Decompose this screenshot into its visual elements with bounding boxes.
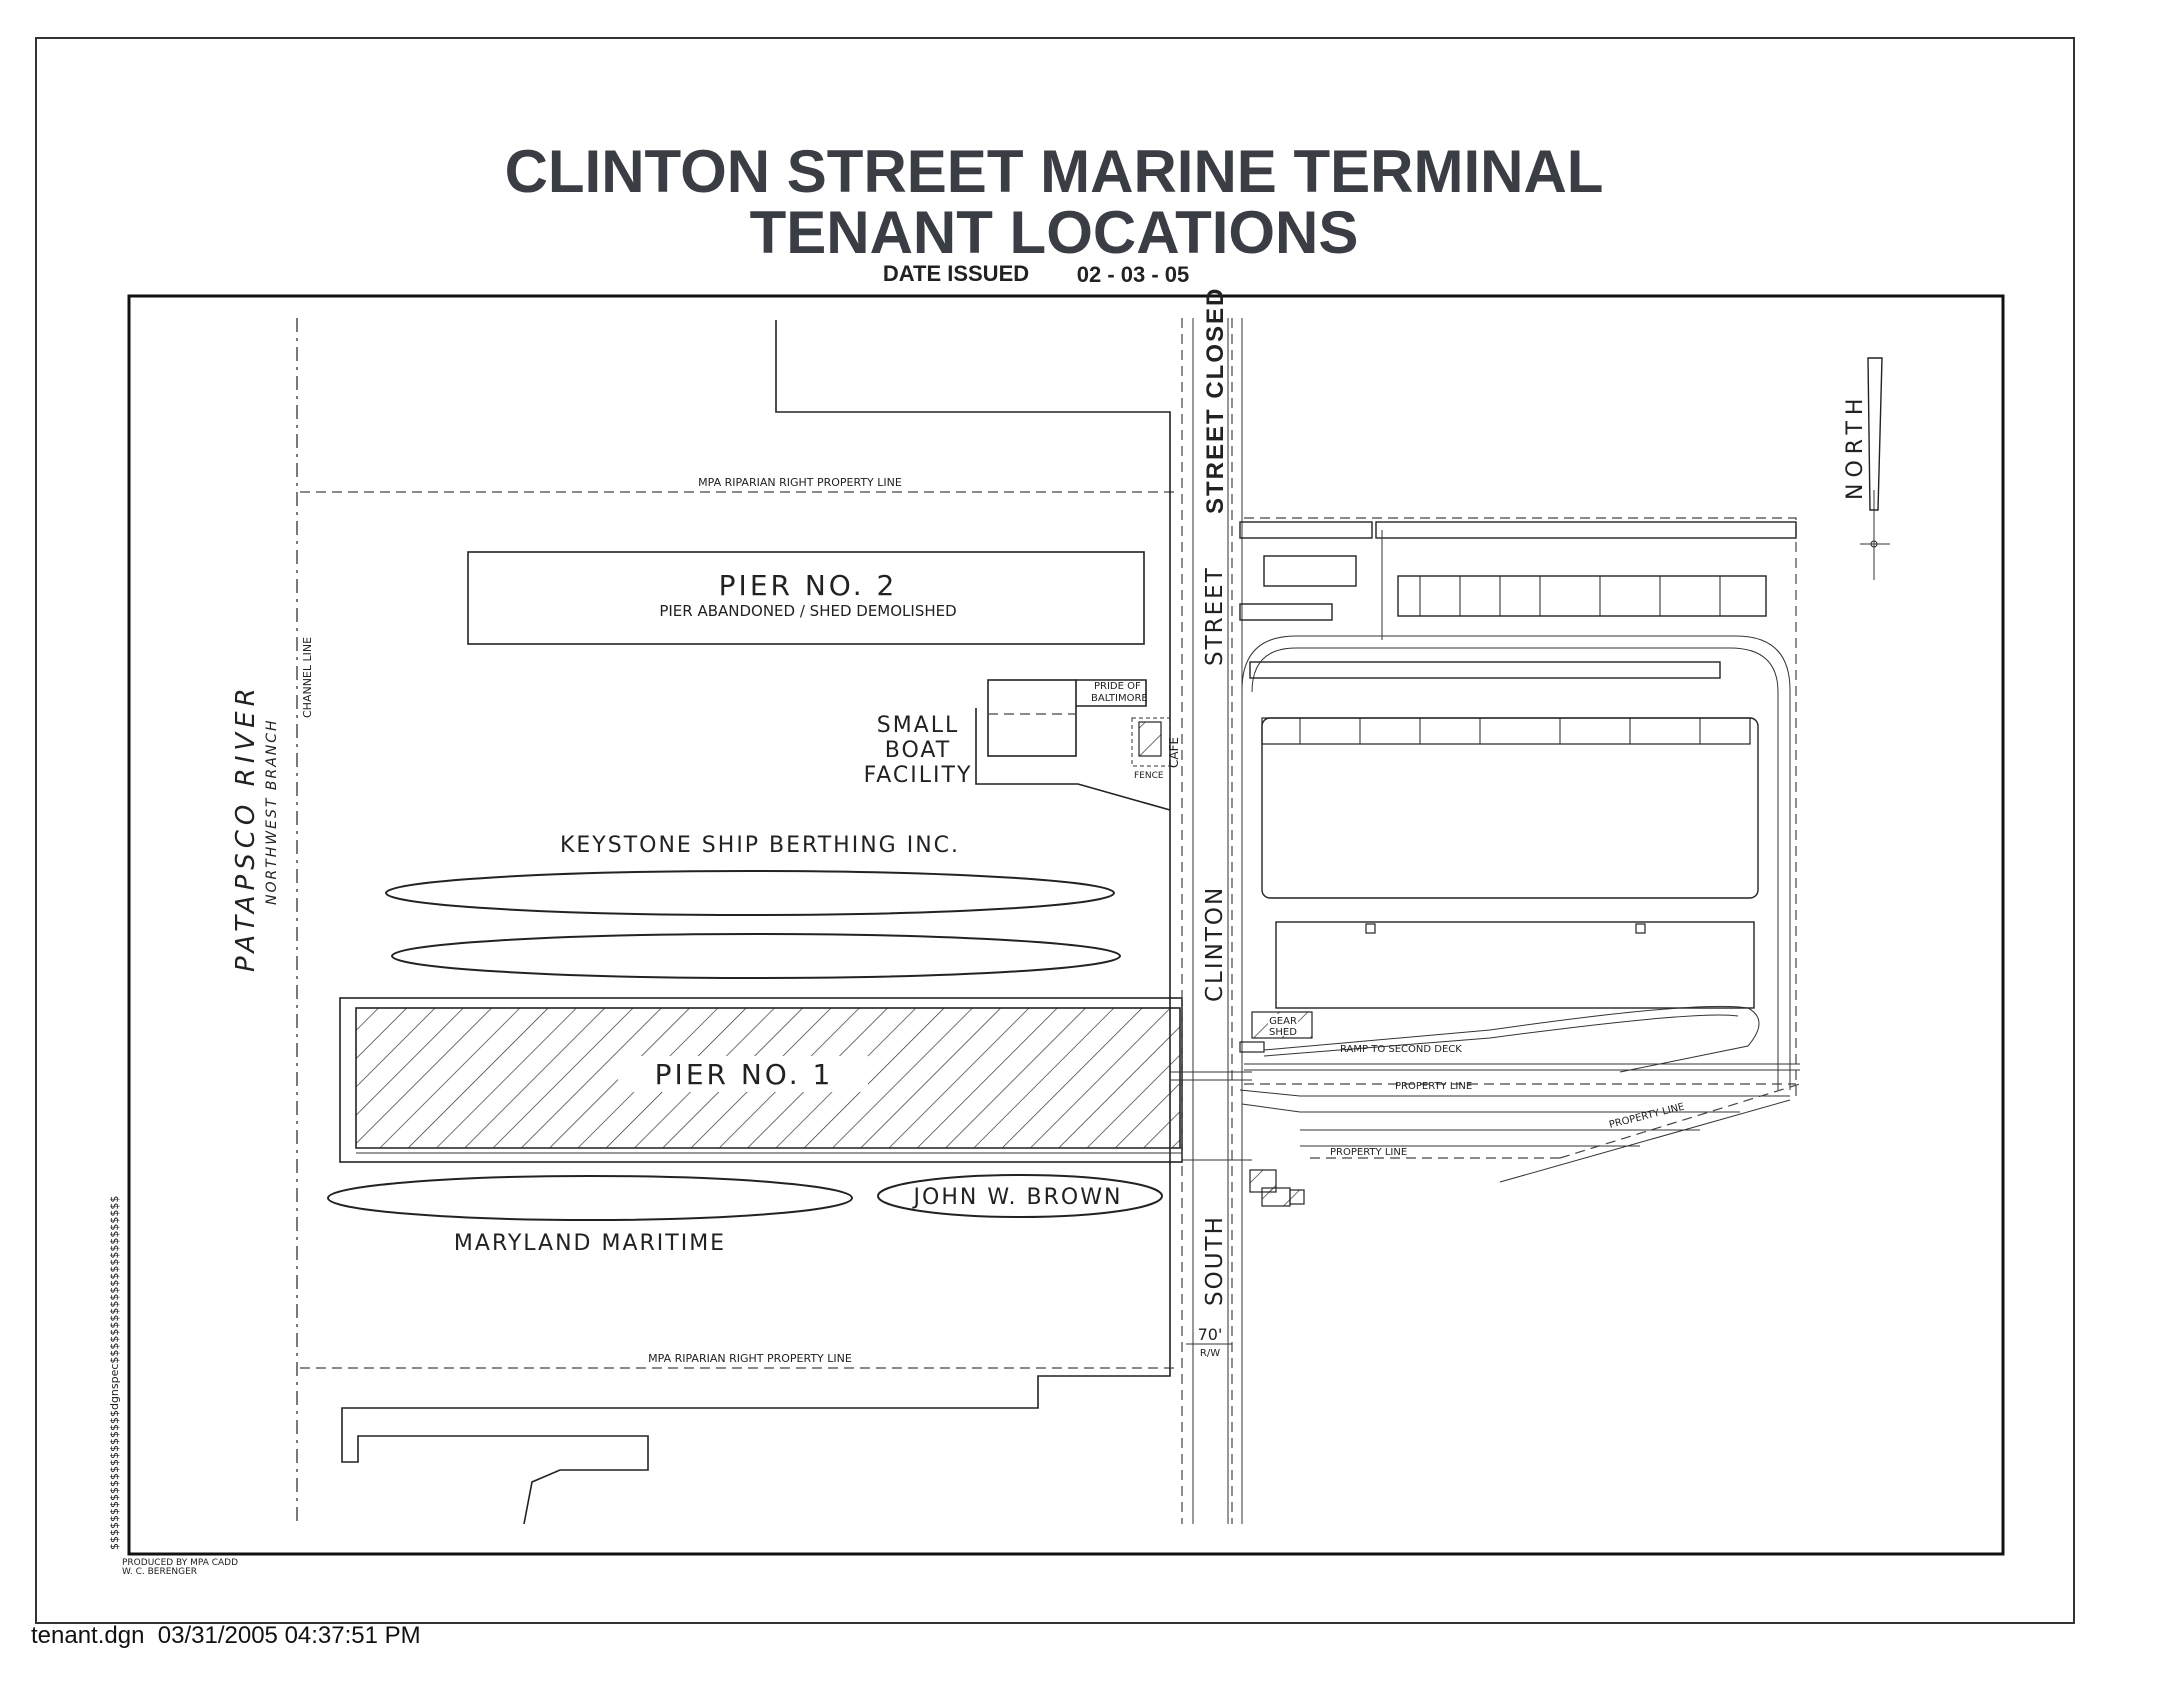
rail-curve-1 <box>1239 1089 1301 1097</box>
lot-marker-2 <box>1635 923 1646 934</box>
riparian-bottom-label: MPA RIPARIAN RIGHT PROPERTY LINE <box>648 1352 852 1365</box>
cafe-label: CAFE <box>1167 737 1181 768</box>
north-arrow-center <box>1870 540 1878 548</box>
clinton-word-bg <box>1198 896 1226 1006</box>
street-word-bg <box>1198 570 1226 670</box>
pier-2-note: PIER ABANDONED / SHED DEMOLISHED <box>659 602 956 620</box>
cafe-fence <box>1131 717 1171 767</box>
street-closed-bg <box>1198 318 1226 514</box>
row-abbr-label: R/W <box>1200 1348 1220 1359</box>
northwest-branch-label: NORTHWEST BRANCH <box>264 718 280 905</box>
property-line-label-2: PROPERTY LINE <box>1330 1147 1407 1158</box>
pride-of-baltimore-label-1: PRIDE OF <box>1094 681 1141 692</box>
maryland-maritime-ship <box>327 1175 853 1221</box>
date-issued-label: DATE ISSUED <box>883 261 1029 286</box>
upper-bulkhead <box>775 320 1171 1368</box>
map-frame <box>127 294 2005 1556</box>
footer-timestamp: 03/31/2005 04:37:51 PM <box>157 1622 421 1649</box>
producer-line-2: W. C. BERENGER <box>122 1567 197 1577</box>
pier-2-label: PIER NO. 2 <box>719 569 898 602</box>
south-label: SOUTH <box>1202 1215 1228 1306</box>
pier-1-label: PIER NO. 1 <box>655 1058 834 1091</box>
pride-of-baltimore-slip <box>987 679 1077 757</box>
haul-road-outer <box>1241 635 1791 1090</box>
open-storage-lot <box>1275 921 1755 1009</box>
date-issued-value: 02 - 03 - 05 <box>1077 262 1190 287</box>
property-line-c <box>1559 1083 1801 1159</box>
gear-shed-label-1: GEAR <box>1269 1016 1297 1027</box>
rail-diag <box>1499 1099 1791 1183</box>
producer-line-1: PRODUCED BY MPA CADD <box>122 1558 238 1568</box>
street-closed-label: STREET CLOSED <box>1202 287 1229 514</box>
storage-rack-top <box>1249 661 1721 679</box>
small-boat-label-3: FACILITY <box>864 763 973 788</box>
warehouse-main-ticks <box>1299 718 1701 744</box>
keystone-label: KEYSTONE SHIP BERTHING INC. <box>560 833 960 858</box>
maryland-maritime-label: MARYLAND MARITIME <box>454 1231 726 1256</box>
keystone-ship-1 <box>385 870 1115 916</box>
gear-shed-label-2: SHED <box>1269 1027 1297 1038</box>
lower-bulkhead <box>341 1368 1171 1525</box>
john-w-brown-label: JOHN W. BROWN <box>912 1185 1123 1210</box>
yard-boundary <box>1244 517 1797 1096</box>
side-spec-code: $$$$$$$$$$$$$$$$$$$$dgnspec$$$$$$$$$$$$$… <box>108 1196 121 1550</box>
warehouse-main-roof <box>1261 717 1751 745</box>
shed-small-2 <box>1239 603 1333 621</box>
keystone-ship-2 <box>391 933 1121 979</box>
outer-frame <box>35 37 2075 1624</box>
south-word-bg <box>1198 1222 1226 1308</box>
north-arrow-icon <box>1867 357 1883 511</box>
ramp-label: RAMP TO SECOND DECK <box>1340 1044 1462 1055</box>
south-building-2 <box>1261 1187 1291 1207</box>
lot-marker-1 <box>1365 923 1376 934</box>
pier-2-outline <box>467 551 1145 645</box>
south-building-3 <box>1289 1189 1305 1205</box>
file-footer: tenant.dgn 03/31/2005 04:37:51 PM <box>31 1622 421 1650</box>
north-label: NORTH <box>1843 393 1868 500</box>
shed-long-1 <box>1397 575 1767 617</box>
property-line-label-3: PROPERTY LINE <box>1608 1102 1686 1131</box>
warehouse-row-top-left <box>1239 521 1373 539</box>
channel-line-label: CHANNEL LINE <box>301 637 314 718</box>
small-boat-label-2: BOAT <box>885 738 951 763</box>
ramp-to-second-deck <box>1263 1005 1760 1073</box>
small-boat-label-1: SMALL <box>877 713 960 738</box>
pier-1-label-bg <box>618 1056 868 1092</box>
rail-curve-2 <box>1241 1103 1301 1113</box>
warehouse-row-top-right <box>1375 521 1797 539</box>
row-width-label: 70' <box>1198 1325 1223 1344</box>
john-w-brown-ship <box>877 1174 1163 1218</box>
small-boat-bulkhead <box>975 708 1171 811</box>
map-title-line2: TENANT LOCATIONS <box>750 199 1359 266</box>
map-title-line1: CLINTON STREET MARINE TERMINAL <box>505 138 1604 205</box>
ramp-booth <box>1239 1041 1265 1053</box>
pride-of-baltimore-label-2: BALTIMORE <box>1091 693 1148 704</box>
footer-filename: tenant.dgn <box>31 1622 145 1649</box>
property-line-label-1: PROPERTY LINE <box>1395 1081 1472 1092</box>
street-label: STREET <box>1202 566 1228 666</box>
shed-long-1-ticks <box>1419 576 1721 616</box>
ramp-to-second-deck-inner <box>1263 1014 1739 1057</box>
gear-shed-label-bg <box>1268 1014 1298 1036</box>
riparian-top-label: MPA RIPARIAN RIGHT PROPERTY LINE <box>698 476 902 489</box>
cafe-building <box>1138 721 1162 757</box>
shed-small-1 <box>1263 555 1357 587</box>
fence-label: FENCE <box>1134 771 1164 781</box>
clinton-label: CLINTON <box>1202 886 1228 1002</box>
patapsco-river-label: PATAPSCO RIVER <box>231 683 261 972</box>
pride-dock <box>1076 679 1147 707</box>
haul-road-inner <box>1251 647 1779 1090</box>
warehouse-main <box>1261 717 1759 899</box>
